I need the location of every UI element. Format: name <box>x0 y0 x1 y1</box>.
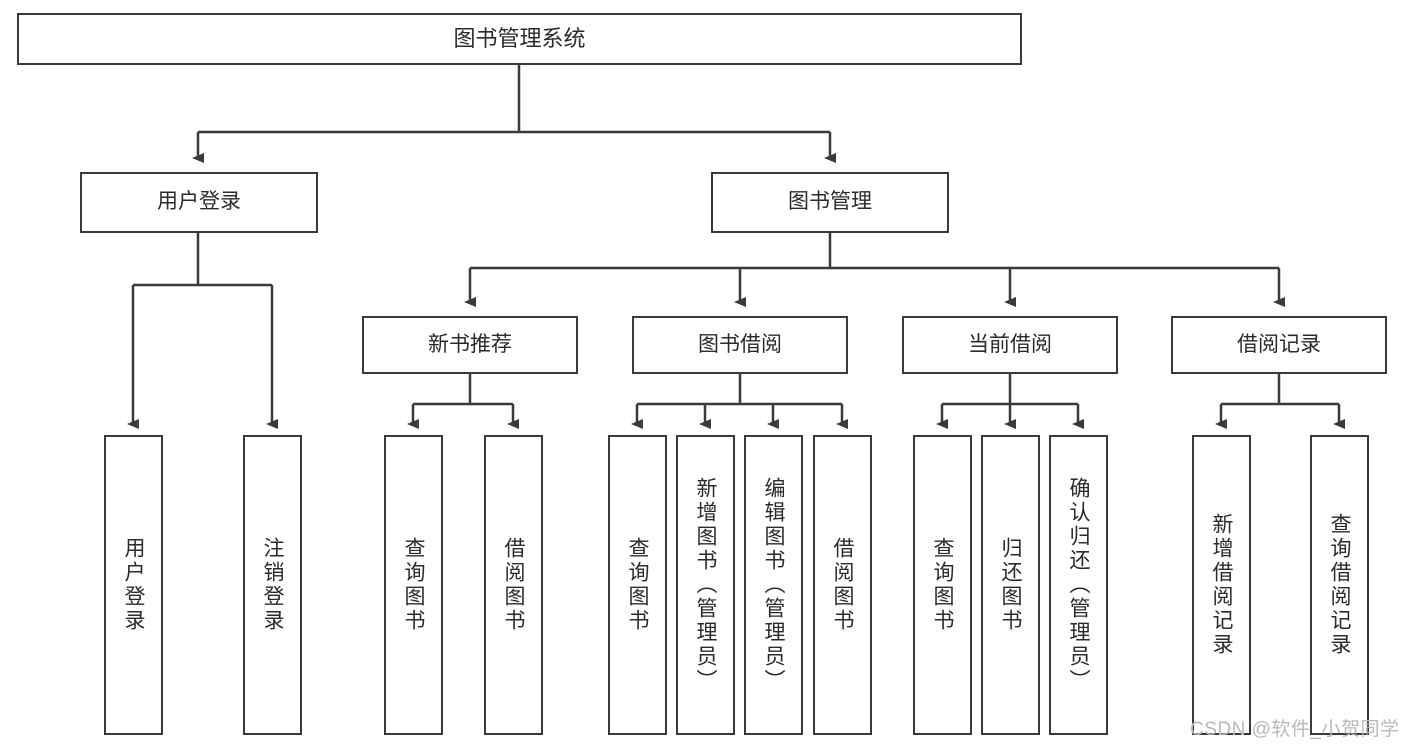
node-leaf-logout[interactable]: 注销登录 <box>243 435 302 735</box>
node-leaf-query-book-current-label: 查询图书 <box>931 537 954 633</box>
node-leaf-borrow-book-recommend-label: 借阅图书 <box>502 537 525 633</box>
node-borrow-record[interactable]: 借阅记录 <box>1171 316 1387 374</box>
node-leaf-borrow-book[interactable]: 借阅图书 <box>813 435 872 735</box>
node-borrow-record-label: 借阅记录 <box>1237 332 1321 356</box>
node-current-borrow[interactable]: 当前借阅 <box>902 316 1118 374</box>
node-leaf-add-book[interactable]: 新增图书（管理员） <box>676 435 735 735</box>
node-new-book-recommend-label: 新书推荐 <box>428 332 512 356</box>
node-leaf-query-borrow-record[interactable]: 查询借阅记录 <box>1310 435 1369 735</box>
node-book-borrow-label: 图书借阅 <box>698 332 782 356</box>
node-leaf-return-book[interactable]: 归还图书 <box>981 435 1040 735</box>
node-leaf-query-book-borrow-label: 查询图书 <box>626 537 649 633</box>
node-root-label: 图书管理系统 <box>453 26 586 52</box>
node-leaf-add-book-label: 新增图书（管理员） <box>694 477 717 693</box>
node-leaf-user-login-label: 用户登录 <box>122 537 145 633</box>
node-leaf-user-login[interactable]: 用户登录 <box>104 435 163 735</box>
node-leaf-return-book-label: 归还图书 <box>999 537 1022 633</box>
node-leaf-edit-book-label: 编辑图书（管理员） <box>762 477 785 693</box>
node-user-login-label: 用户登录 <box>157 190 241 214</box>
node-leaf-borrow-book-label: 借阅图书 <box>831 537 854 633</box>
node-leaf-logout-label: 注销登录 <box>261 537 284 633</box>
node-leaf-query-book-recommend[interactable]: 查询图书 <box>384 435 443 735</box>
watermark-text: CSDN @软件_小贺同学 <box>1190 719 1400 740</box>
node-leaf-confirm-return[interactable]: 确认归还（管理员） <box>1049 435 1108 735</box>
node-leaf-add-borrow-record-label: 新增借阅记录 <box>1210 513 1233 657</box>
node-leaf-edit-book[interactable]: 编辑图书（管理员） <box>744 435 803 735</box>
node-leaf-query-book-recommend-label: 查询图书 <box>402 537 425 633</box>
node-book-borrow[interactable]: 图书借阅 <box>632 316 848 374</box>
node-leaf-borrow-book-recommend[interactable]: 借阅图书 <box>484 435 543 735</box>
node-leaf-confirm-return-label: 确认归还（管理员） <box>1067 477 1090 693</box>
node-book-manage[interactable]: 图书管理 <box>711 172 949 233</box>
node-current-borrow-label: 当前借阅 <box>968 332 1052 356</box>
node-leaf-query-book-borrow[interactable]: 查询图书 <box>608 435 667 735</box>
node-root[interactable]: 图书管理系统 <box>17 13 1022 65</box>
node-user-login[interactable]: 用户登录 <box>80 172 318 233</box>
node-book-manage-label: 图书管理 <box>788 190 872 214</box>
node-leaf-add-borrow-record[interactable]: 新增借阅记录 <box>1192 435 1251 735</box>
node-leaf-query-borrow-record-label: 查询借阅记录 <box>1328 513 1351 657</box>
node-new-book-recommend[interactable]: 新书推荐 <box>362 316 578 374</box>
node-leaf-query-book-current[interactable]: 查询图书 <box>913 435 972 735</box>
